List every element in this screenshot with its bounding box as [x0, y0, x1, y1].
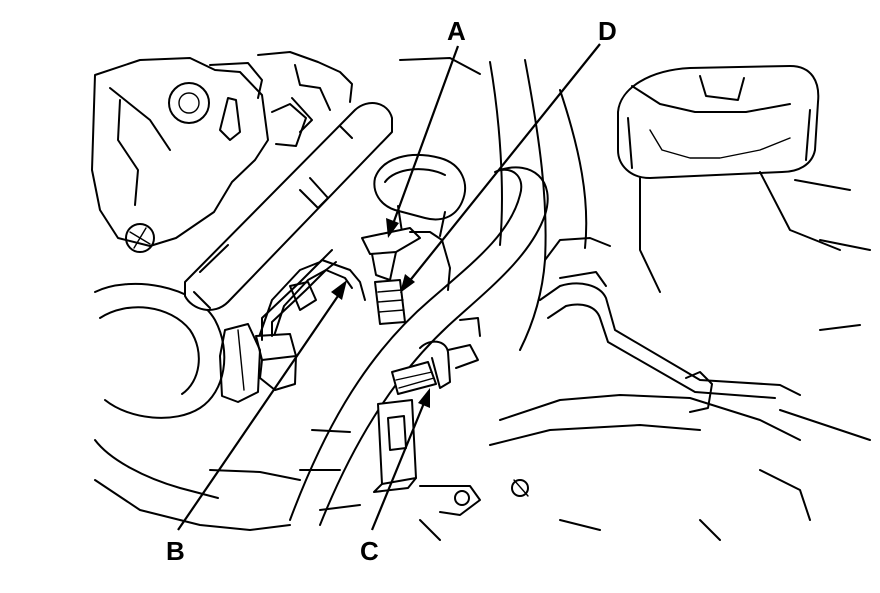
mounting-bracket	[373, 399, 529, 516]
hose-clamp-c	[391, 317, 481, 395]
callout-b: B	[166, 536, 185, 566]
leader-line-b	[177, 280, 347, 531]
fluid-reservoir	[617, 65, 841, 293]
intake-duct	[94, 282, 226, 499]
callout-c: C	[360, 536, 379, 566]
vertical-hoses	[399, 57, 588, 351]
leader-line-d	[400, 43, 601, 293]
upper-coolant-pipe	[184, 51, 393, 311]
throttle-body-assembly	[91, 57, 269, 253]
lower-hose	[289, 166, 549, 526]
lower-left-parts	[94, 469, 601, 541]
callout-d: D	[598, 16, 617, 46]
leader-line-c	[370, 388, 430, 531]
callout-a: A	[447, 16, 466, 46]
vacuum-tube-b	[261, 259, 366, 341]
right-hose-assembly	[489, 237, 801, 446]
leader-line-a	[386, 45, 460, 238]
sensor-connector	[361, 154, 466, 325]
right-edge-parts	[699, 179, 871, 541]
